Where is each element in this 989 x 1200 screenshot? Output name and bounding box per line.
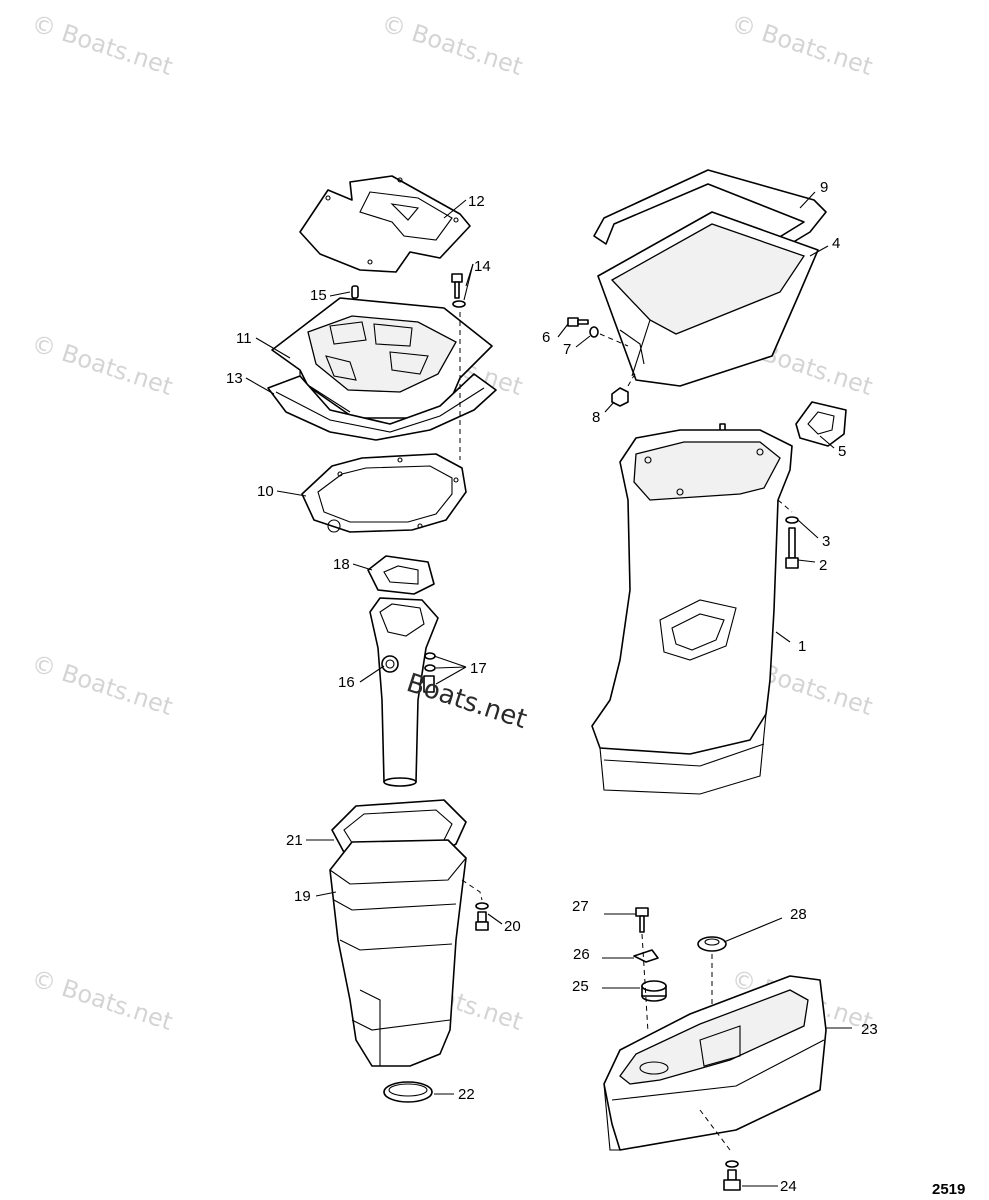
- callout-21: 21: [286, 832, 303, 849]
- callout-6: 6: [542, 329, 550, 346]
- part-2-bolt: [785, 527, 799, 569]
- callout-15: 15: [310, 287, 327, 304]
- part-27-screw: [635, 907, 649, 933]
- part-8-nut: [611, 371, 637, 407]
- callout-24: 24: [780, 1178, 797, 1195]
- callout-16: 16: [338, 674, 355, 691]
- alignment-line: [641, 933, 649, 1033]
- part-28-grommet: [697, 936, 727, 952]
- part-1-driveshaft-housing: [591, 429, 793, 795]
- watermark: © Boats.net: [28, 964, 176, 1036]
- callout-27: 27: [572, 898, 589, 915]
- part-15-pin: [351, 285, 359, 299]
- figure-number: 2519: [932, 1181, 965, 1198]
- part-5-grommet: [795, 401, 847, 447]
- callout-17: 17: [470, 660, 487, 677]
- part-11-adaptor-plate: [271, 297, 493, 419]
- callout-3: 3: [822, 533, 830, 550]
- callout-13: 13: [226, 370, 243, 387]
- part-14-bolt: [451, 273, 466, 308]
- part-24-bolt: [699, 1109, 741, 1191]
- part-12-gasket: [299, 175, 471, 273]
- part-17-fittings: [423, 652, 436, 693]
- callout-1: 1: [798, 638, 806, 655]
- callout-8: 8: [592, 409, 600, 426]
- callout-19: 19: [294, 888, 311, 905]
- part-26-clip: [633, 949, 659, 963]
- callout-11: 11: [236, 330, 252, 347]
- leader-lines: [245, 191, 852, 1187]
- callout-20: 20: [504, 918, 521, 935]
- watermark: © Boats.net: [28, 329, 176, 401]
- callout-10: 10: [257, 483, 274, 500]
- callout-26: 26: [573, 946, 590, 963]
- part-7-washer: [589, 326, 599, 338]
- callouts: 12 14 15 11 13 10 18 16 17 21 19 20 22 9…: [226, 179, 878, 1195]
- part-18-gasket: [367, 555, 435, 595]
- callout-25: 25: [572, 978, 589, 995]
- watermark: © Boats.net: [378, 9, 526, 81]
- callout-23: 23: [861, 1021, 878, 1038]
- part-13-seal: [267, 373, 497, 441]
- watermark-center: Boats.net: [403, 668, 531, 735]
- callout-7: 7: [563, 341, 571, 358]
- watermark: © Boats.net: [28, 9, 176, 81]
- watermark: © Boats.net: [28, 649, 176, 721]
- callout-2: 2: [819, 557, 827, 574]
- part-20-bolt: [461, 879, 489, 931]
- callout-22: 22: [458, 1086, 475, 1103]
- callout-28: 28: [790, 906, 807, 923]
- part-23-spacer-housing: [603, 975, 827, 1151]
- callout-5: 5: [838, 443, 846, 460]
- part-25-plug: [641, 980, 667, 1002]
- part-10-gasket: [301, 453, 467, 533]
- callout-12: 12: [468, 193, 485, 210]
- part-16-exhaust-tube: [369, 597, 439, 787]
- callout-9: 9: [820, 179, 828, 196]
- part-22-seal-ring: [383, 1081, 433, 1103]
- callout-18: 18: [333, 556, 350, 573]
- callout-14: 14: [474, 258, 491, 275]
- part-3-washer: [785, 516, 799, 524]
- watermark: © Boats.net: [728, 9, 876, 81]
- part-19-exhaust-housing: [329, 839, 467, 1067]
- alignment-line: [777, 499, 793, 513]
- part-6-screw: [567, 317, 589, 327]
- callout-4: 4: [832, 235, 840, 252]
- part-4-chaps: [597, 211, 819, 387]
